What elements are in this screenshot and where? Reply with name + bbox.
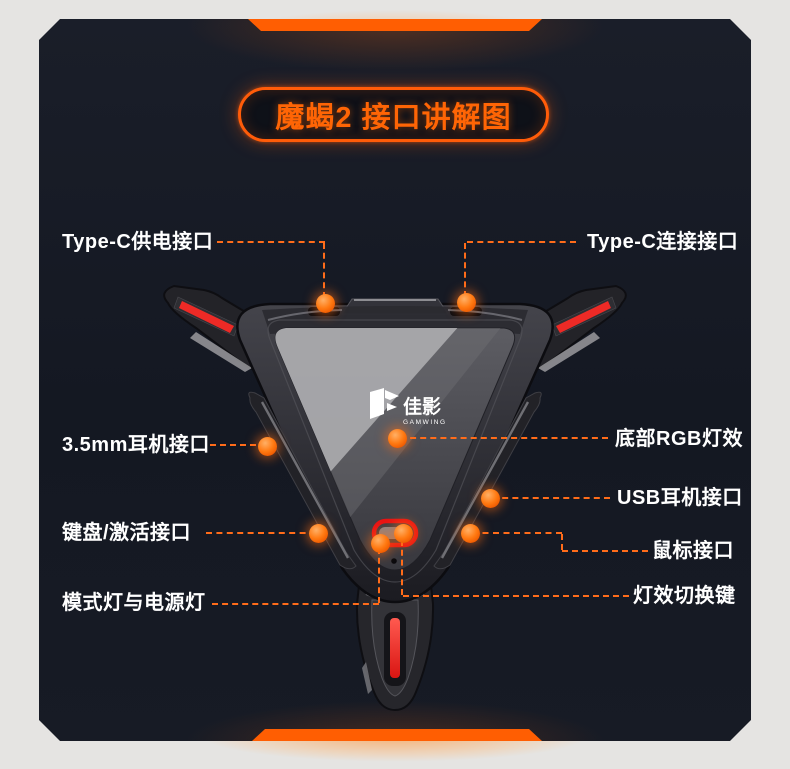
port-dot-light-switch-key (394, 524, 413, 543)
left-wing-red-strip (179, 301, 234, 333)
callout-line (217, 241, 325, 243)
port-dot-mode-power-light (371, 534, 390, 553)
port-dot-bottom-rgb (388, 429, 407, 448)
callout-label-bottom-rgb: 底部RGB灯效 (615, 428, 743, 450)
callout-label-typec-power: Type-C供电接口 (62, 231, 214, 253)
right-wing-red-strip (556, 301, 611, 333)
callout-line (206, 532, 316, 534)
callout-line (323, 243, 325, 298)
port-dot-mouse-port (461, 524, 480, 543)
brand-name: 佳影 (403, 395, 441, 418)
callout-label-mouse-port: 鼠标接口 (652, 540, 734, 562)
brand-logo: 佳影 GAMWING (370, 388, 447, 426)
callout-label-mode-power-light: 模式灯与电源灯 (62, 592, 206, 614)
red-highlight-ring (371, 518, 419, 548)
callout-line (210, 444, 266, 446)
callout-line (562, 550, 648, 552)
callout-line (467, 241, 576, 243)
callout-line (561, 534, 563, 550)
page-title: 魔蝎2 接口讲解图 (275, 101, 512, 134)
port-dot-usb-headset (481, 489, 500, 508)
port-dot-typec-connect (457, 293, 476, 312)
bottom-prong-red-strip (390, 618, 400, 678)
callout-line (212, 603, 379, 605)
brand-subname: GAMWING (403, 419, 447, 426)
port-dot-audio-35mm (258, 437, 277, 456)
bottom-glow (170, 736, 620, 769)
port-dot-keyboard-activate (309, 524, 328, 543)
left-side-rail (248, 391, 357, 570)
callout-label-audio-35mm: 3.5mm耳机接口 (62, 434, 210, 456)
callout-line (492, 497, 610, 499)
top-accent-bar (248, 19, 542, 31)
right-side-rail (433, 391, 542, 570)
callout-label-light-switch-key: 灯效切换键 (633, 585, 736, 607)
brand-logo-icon (370, 388, 384, 419)
callout-line (472, 532, 562, 534)
callout-label-typec-connect: Type-C连接接口 (587, 231, 739, 253)
callout-label-usb-headset: USB耳机接口 (617, 487, 743, 509)
port-dot-typec-power (316, 294, 335, 313)
callout-label-keyboard-activate: 键盘/激活接口 (62, 522, 192, 544)
device-illustration: 佳影 GAMWING (163, 284, 627, 712)
title-badge: 魔蝎2 接口讲解图 (238, 87, 549, 142)
callout-line (378, 548, 380, 603)
callout-line (403, 595, 629, 597)
callout-line (464, 243, 466, 297)
pinhole (391, 558, 397, 564)
callout-line (400, 437, 608, 439)
bottom-accent-bar (252, 729, 542, 741)
callout-line (401, 540, 403, 595)
